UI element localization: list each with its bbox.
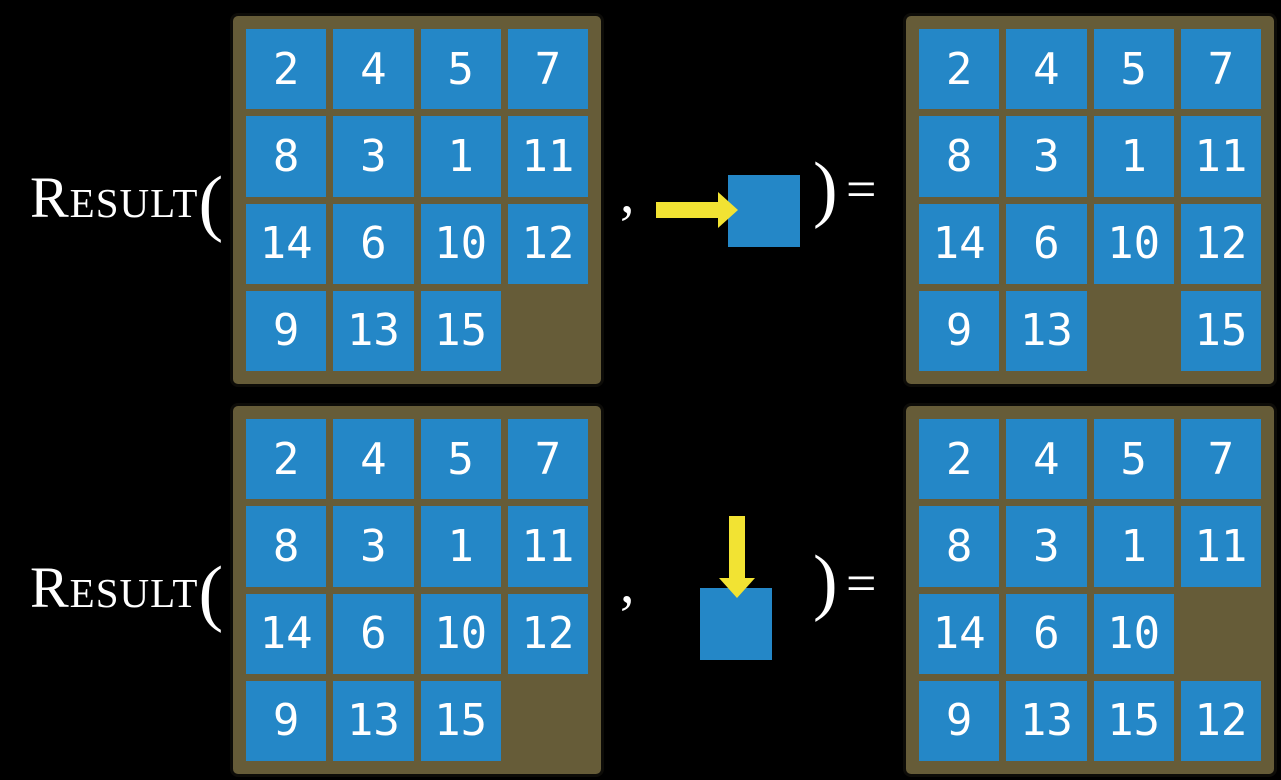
tile-7: 7 [507,29,588,110]
tile-4: 4 [333,29,414,110]
tile-10: 10 [1093,593,1174,674]
tile-13: 13 [333,290,414,371]
arrow-down-icon [719,516,755,598]
blank-cell [508,291,588,371]
tile-6: 6 [333,203,414,284]
blank-cell [508,681,588,761]
result-function-label: Result( [30,556,223,630]
equals-sign: = [846,159,877,219]
tile-15: 15 [420,290,501,371]
tile-6: 6 [1006,203,1087,284]
tile-8: 8 [919,506,1000,587]
tile-15: 15 [1180,290,1261,371]
tile-10: 10 [420,203,501,284]
tile-9: 9 [246,680,327,761]
tile-15: 15 [1093,680,1174,761]
tile-6: 6 [333,593,414,674]
blank-cell [1094,291,1174,371]
function-name: Result [30,555,199,620]
tile-9: 9 [919,680,1000,761]
tile-2: 2 [246,419,327,500]
tile-11: 11 [507,116,588,197]
tile-8: 8 [246,116,327,197]
tile-14: 14 [246,203,327,284]
tile-1: 1 [420,116,501,197]
tile-1: 1 [1093,506,1174,587]
tile-12: 12 [1180,203,1261,284]
tile-3: 3 [1006,506,1087,587]
tile-5: 5 [1093,419,1174,500]
tile-12: 12 [507,593,588,674]
tile-9: 9 [246,290,327,371]
tile-11: 11 [507,506,588,587]
tile-5: 5 [420,419,501,500]
tile-1: 1 [1093,116,1174,197]
function-name: Result [30,165,199,230]
tile-6: 6 [1006,593,1087,674]
tile-10: 10 [1093,203,1174,284]
tile-14: 14 [246,593,327,674]
tile-2: 2 [246,29,327,110]
tile-11: 11 [1180,116,1261,197]
result-function-label: Result( [30,166,223,240]
tile-12: 12 [1180,680,1261,761]
tile-2: 2 [919,419,1000,500]
tile-3: 3 [333,116,414,197]
tile-14: 14 [919,593,1000,674]
moving-tile [700,588,772,660]
tile-15: 15 [420,680,501,761]
open-paren: ( [198,162,224,244]
tile-7: 7 [1180,419,1261,500]
comma-separator: , [620,160,635,225]
arrow-right-icon [656,192,738,228]
tile-3: 3 [1006,116,1087,197]
tile-2: 2 [919,29,1000,110]
tile-10: 10 [420,593,501,674]
moving-tile [728,175,800,247]
comma-separator: , [620,550,635,615]
open-paren: ( [198,552,224,634]
blank-cell [1181,594,1261,674]
tile-7: 7 [507,419,588,500]
tile-13: 13 [1006,290,1087,371]
tile-5: 5 [420,29,501,110]
tile-1: 1 [420,506,501,587]
tile-4: 4 [1006,419,1087,500]
tile-3: 3 [333,506,414,587]
tile-4: 4 [1006,29,1087,110]
tile-9: 9 [919,290,1000,371]
close-paren: ) [813,541,838,623]
tile-7: 7 [1180,29,1261,110]
tile-11: 11 [1180,506,1261,587]
tile-5: 5 [1093,29,1174,110]
tile-4: 4 [333,419,414,500]
close-paren: ) [813,148,838,230]
tile-12: 12 [507,203,588,284]
tile-13: 13 [1006,680,1087,761]
equals-sign: = [846,553,877,613]
tile-14: 14 [919,203,1000,284]
tile-8: 8 [919,116,1000,197]
tile-13: 13 [333,680,414,761]
tile-8: 8 [246,506,327,587]
